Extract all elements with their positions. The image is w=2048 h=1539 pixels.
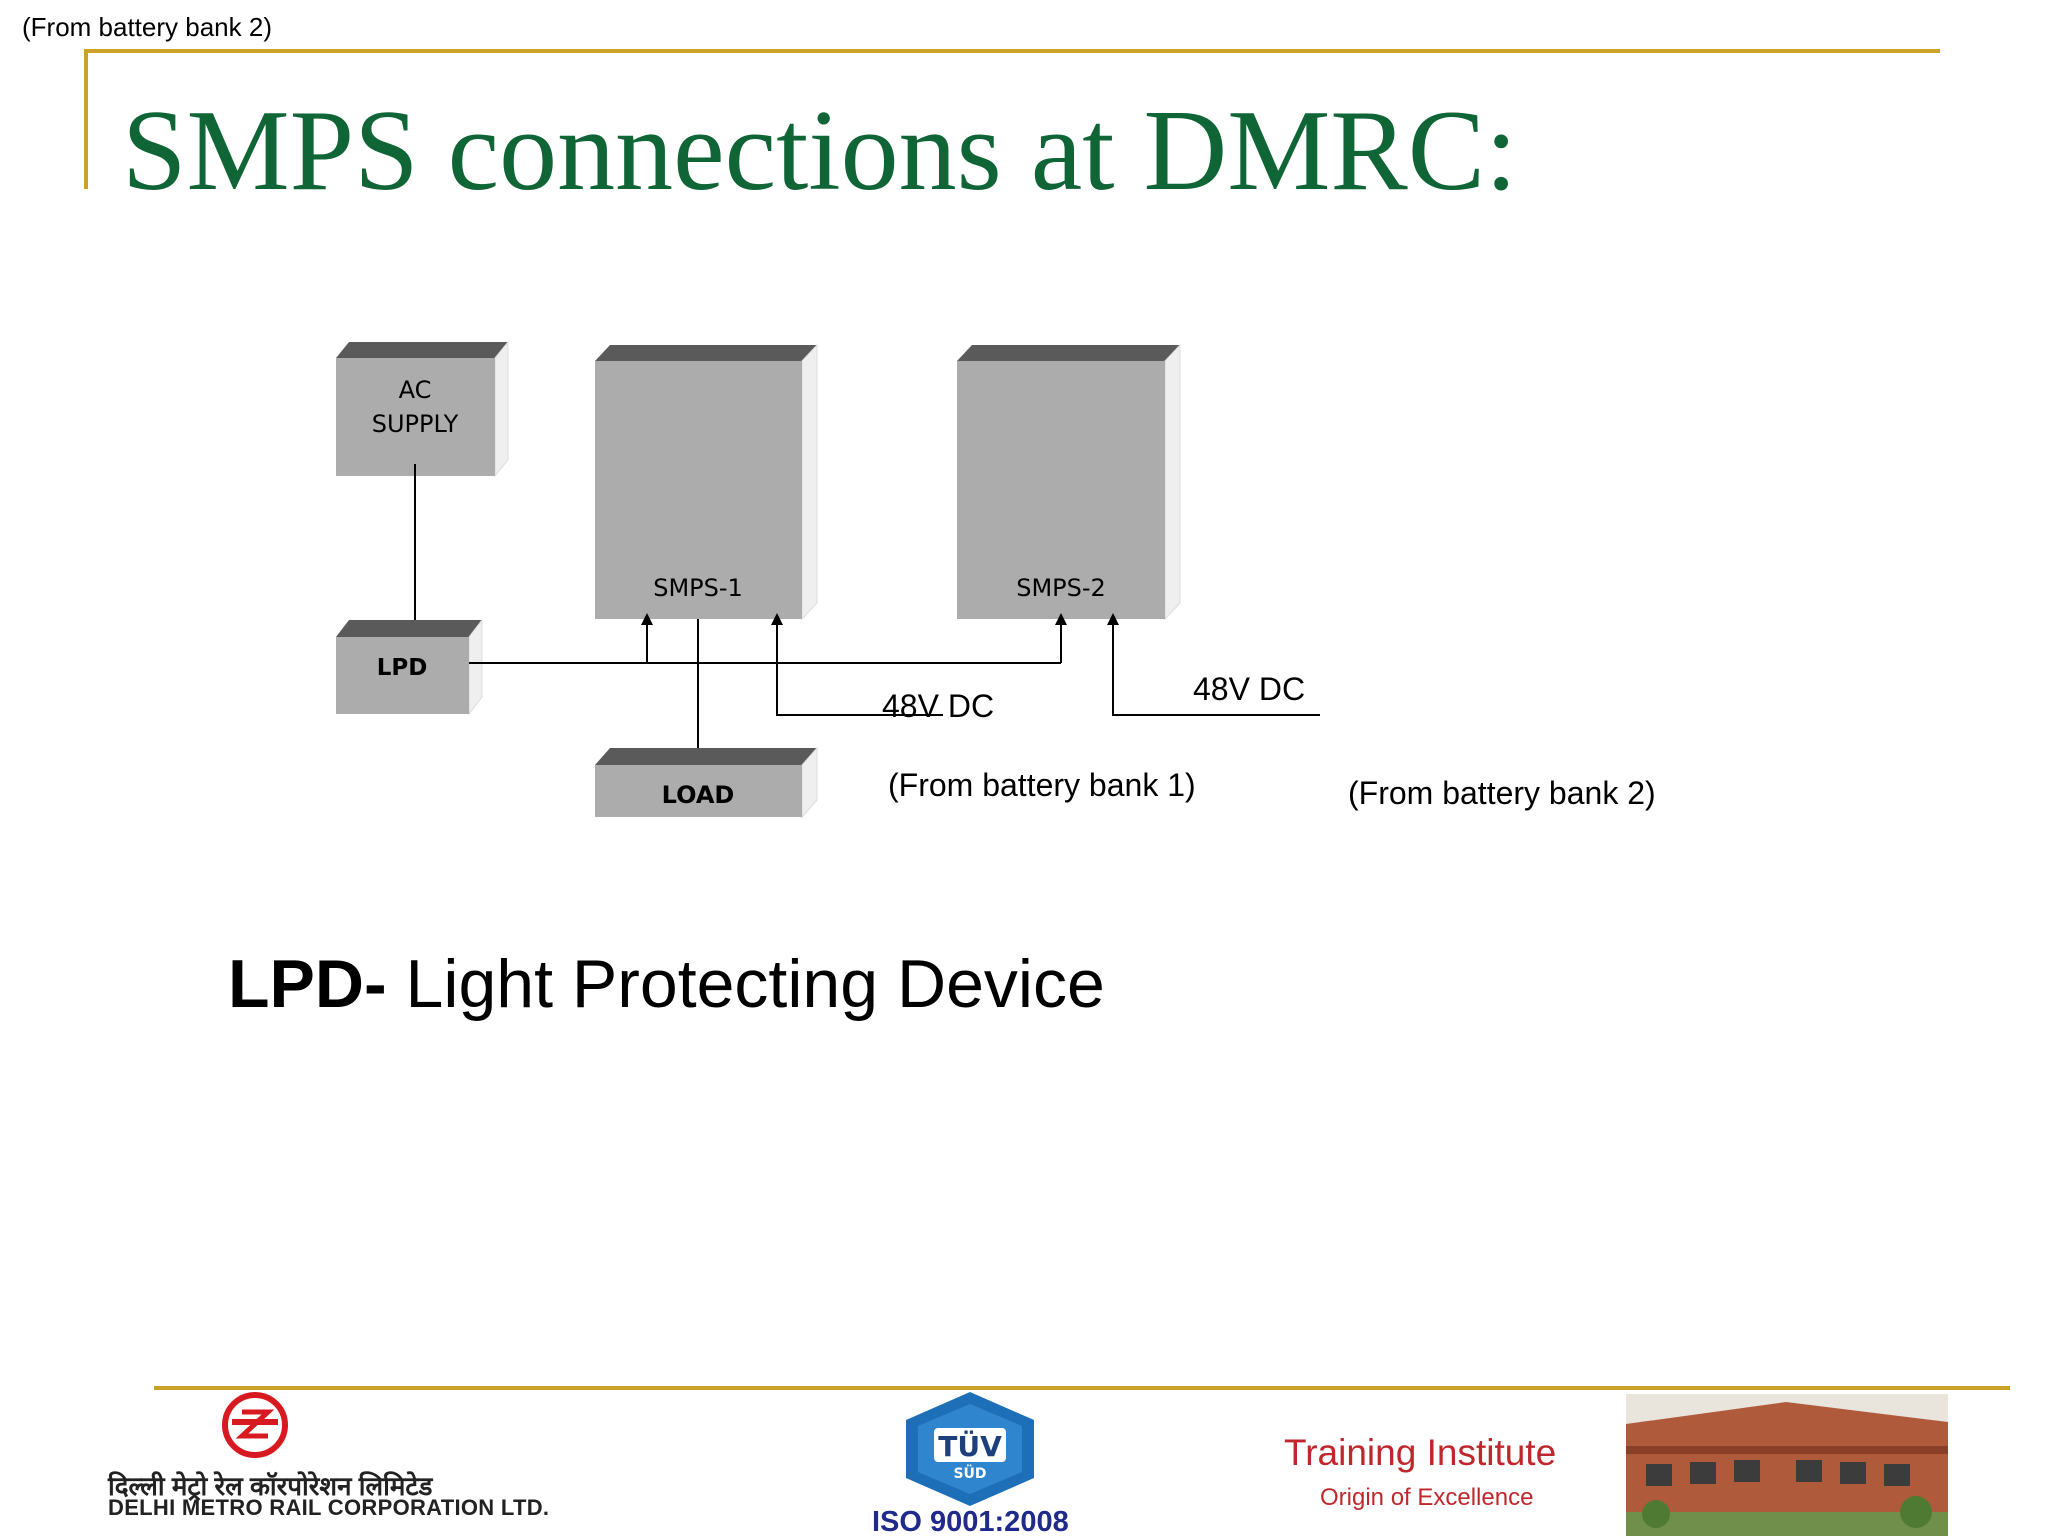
lpd-definition: LPD- Light Protecting Device bbox=[228, 945, 1105, 1023]
page-title: SMPS connections at DMRC: bbox=[122, 87, 1518, 215]
institute-title: Training Institute bbox=[1284, 1432, 1557, 1473]
svg-text:AC: AC bbox=[399, 376, 432, 404]
smps1-box: SMPS-1 bbox=[595, 343, 818, 621]
header-rule bbox=[84, 49, 1940, 53]
svg-text:SMPS-1: SMPS-1 bbox=[653, 574, 743, 602]
corner-note: (From battery bank 2) bbox=[22, 12, 272, 42]
header-side-rule bbox=[84, 49, 88, 189]
svg-text:SÜD: SÜD bbox=[953, 1464, 986, 1482]
dc-label-1: 48V DC bbox=[882, 688, 994, 724]
dc-label-2: 48V DC bbox=[1193, 671, 1305, 707]
svg-text:SUPPLY: SUPPLY bbox=[372, 410, 459, 438]
definition-meaning: Light Protecting Device bbox=[386, 946, 1105, 1022]
tuv-sud-logo-icon: TÜV SÜD bbox=[906, 1392, 1034, 1506]
smps2-box: SMPS-2 bbox=[957, 343, 1181, 621]
connectors bbox=[414, 464, 1320, 748]
lpd-box: LPD bbox=[336, 618, 483, 716]
load-box: LOAD bbox=[595, 746, 818, 819]
institute-building-image bbox=[1626, 1394, 1948, 1536]
bank2-label: (From battery bank 2) bbox=[1348, 775, 1656, 811]
dmrc-name-hindi: दिल्ली मेट्रो रेल कॉरपोरेशन लिमिटेड bbox=[108, 1471, 433, 1501]
svg-text:LPD: LPD bbox=[377, 655, 428, 681]
iso-certification: ISO 9001:2008 bbox=[872, 1506, 1069, 1538]
svg-text:SMPS-2: SMPS-2 bbox=[1016, 574, 1106, 602]
bank2-to-smps2-line bbox=[1112, 630, 1320, 716]
definition-term: LPD- bbox=[228, 946, 387, 1022]
dmrc-name-english: DELHI METRO RAIL CORPORATION LTD. bbox=[108, 1495, 550, 1520]
institute-tagline: Origin of Excellence bbox=[1320, 1484, 1534, 1511]
footer-rule bbox=[154, 1386, 2010, 1390]
bank1-label: (From battery bank 1) bbox=[888, 767, 1196, 803]
svg-text:LOAD: LOAD bbox=[662, 781, 735, 809]
ac-supply-box: AC SUPPLY bbox=[336, 340, 509, 478]
svg-text:TÜV: TÜV bbox=[938, 1429, 1002, 1463]
bank1-to-smps1-line bbox=[776, 630, 943, 716]
dmrc-logo-icon bbox=[222, 1392, 288, 1458]
